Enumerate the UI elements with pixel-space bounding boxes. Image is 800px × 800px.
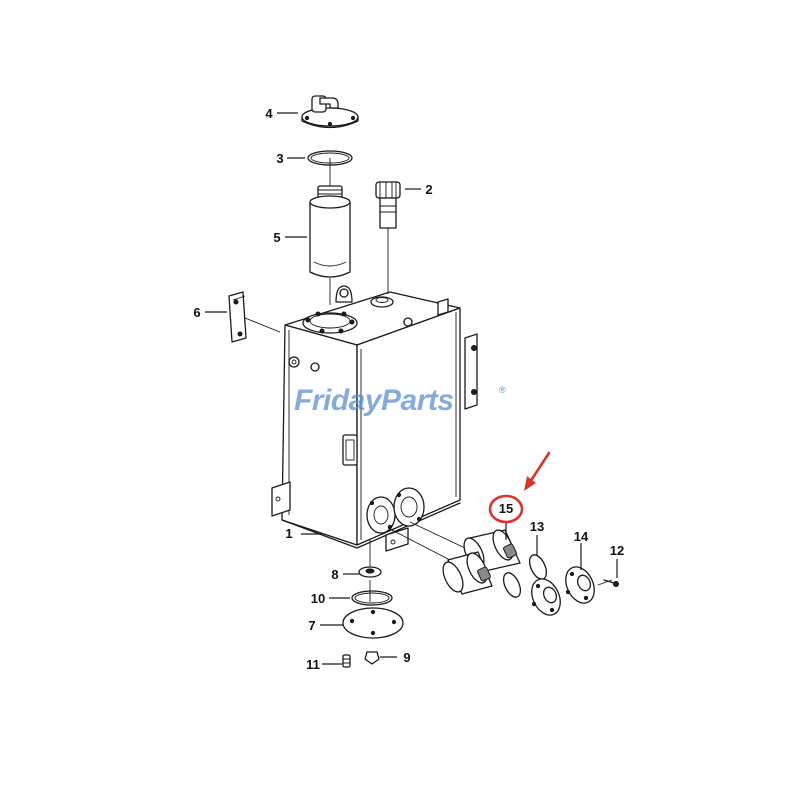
o-ring-3-inner (310, 152, 350, 164)
callout-12: 12 (610, 543, 624, 558)
hydraulic-tank-body (271, 285, 478, 552)
return-filter-element (309, 185, 351, 278)
watermark-registered-mark: ® (499, 385, 506, 395)
mounting-bracket-plate (228, 291, 247, 343)
callout-2: 2 (425, 182, 432, 197)
o-ring-13-lower (502, 572, 522, 598)
nut-9 (364, 651, 380, 665)
callout-4: 4 (265, 106, 273, 121)
callout-labels: 1 2 3 4 5 6 7 8 9 10 11 12 13 14 15 (193, 106, 624, 672)
flange-14-upper (565, 566, 595, 604)
o-ring-10 (351, 590, 393, 606)
callout-14: 14 (574, 529, 589, 544)
callout-15: 15 (499, 501, 513, 516)
watermark-text: FridayParts (294, 384, 454, 417)
callout-6: 6 (193, 305, 200, 320)
screw-12 (603, 579, 619, 587)
assembly-alignment-lines (244, 158, 613, 602)
callout-9: 9 (403, 650, 410, 665)
callout-5: 5 (273, 230, 280, 245)
flange-14-lower (531, 578, 561, 616)
callout-1: 1 (285, 526, 292, 541)
bolt-11 (342, 654, 351, 668)
callout-10: 10 (311, 591, 325, 606)
highlight-arrow-icon (524, 451, 551, 491)
callout-13: 13 (530, 519, 544, 534)
o-ring-3 (307, 150, 353, 166)
highlight-marker (488, 451, 551, 524)
suction-strainer-15-lower (442, 551, 493, 595)
callout-3: 3 (276, 151, 283, 166)
filter-cover-with-elbow (301, 95, 359, 129)
breather-dipstick (375, 181, 401, 229)
cover-plate-7 (342, 607, 404, 639)
o-ring-13-upper (528, 554, 548, 580)
callout-8: 8 (331, 567, 338, 582)
drain-spacer-8 (358, 566, 382, 578)
callout-leaders (205, 112, 618, 665)
highlight-ring (488, 494, 524, 524)
callout-7: 7 (308, 618, 315, 633)
watermark-logo: FridayParts ® (294, 384, 506, 417)
callout-11: 11 (306, 657, 320, 672)
